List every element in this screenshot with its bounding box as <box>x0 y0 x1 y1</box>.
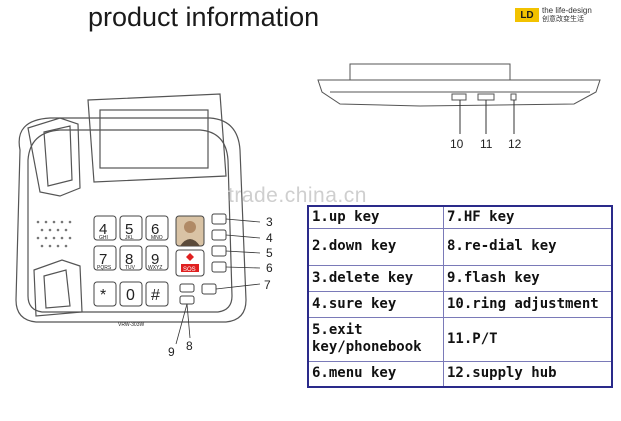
table-cell: 7.HF key <box>443 205 613 229</box>
key-star: * <box>100 287 106 304</box>
key-7-digit: 7 <box>99 251 107 268</box>
phone-top-view <box>317 63 601 134</box>
callout-11: 11 <box>480 137 493 151</box>
table-row: 4.sure key 10.ring adjustment <box>307 290 613 318</box>
callout-4: 4 <box>266 231 273 245</box>
table-cell: 5.exit key/phonebook <box>307 316 444 362</box>
table-cell: 2.down key <box>307 227 444 266</box>
brand-tagline-en: the life-design <box>542 6 592 15</box>
callout-9: 9 <box>168 345 175 359</box>
key-0: 0 <box>126 287 135 304</box>
sos-label: SOS <box>183 267 196 273</box>
key-hash: # <box>151 287 160 304</box>
photo-key <box>175 215 205 247</box>
table-cell: 4.sure key <box>307 290 444 318</box>
table-row: 1.up key 7.HF key <box>307 205 613 229</box>
key-9-digit: 9 <box>151 251 159 268</box>
callout-8: 8 <box>186 339 193 353</box>
table-row: 6.menu key 12.supply hub <box>307 360 613 388</box>
table-cell: 1.up key <box>307 205 444 229</box>
key-8-digit: 8 <box>125 251 133 268</box>
key-legend-table: 1.up key 7.HF key 2.down key 8.re-dial k… <box>307 205 613 388</box>
brand-mark: LD <box>515 8 539 22</box>
watermark: trade.china.cn <box>228 184 367 207</box>
key-7-letters: PQRS <box>97 265 112 271</box>
key-8-letters: TUV <box>125 265 136 271</box>
table-cell: 12.supply hub <box>443 360 613 388</box>
brand-text: the life-design 创意改变生活 <box>542 6 592 24</box>
model-label: VRW-303W <box>118 322 144 328</box>
sos-key <box>175 249 205 277</box>
callout-10: 10 <box>450 137 464 151</box>
table-cell: 11.P/T <box>443 316 613 362</box>
table-cell: 8.re-dial key <box>443 227 613 266</box>
key-4-digit: 4 <box>99 221 107 238</box>
key-4-letters: GHI <box>99 235 108 241</box>
key-6-digit: 6 <box>151 221 159 238</box>
keypad <box>93 215 169 307</box>
callout-6: 6 <box>266 261 273 275</box>
table-cell: 6.menu key <box>307 360 444 388</box>
page-title: product information <box>88 2 320 32</box>
table-cell: 10.ring adjustment <box>443 290 613 318</box>
table-row: 2.down key 8.re-dial key <box>307 227 613 266</box>
phone-body <box>15 93 247 323</box>
table-row: 5.exit key/phonebook 11.P/T <box>307 316 613 362</box>
callout-12: 12 <box>508 137 522 151</box>
key-5-letters: JKL <box>125 235 134 241</box>
table-row: 3.delete key 9.flash key <box>307 264 613 292</box>
brand-logo: LD the life-design 创意改变生活 <box>515 6 592 24</box>
key-6-letters: MNO <box>151 235 163 241</box>
table-cell: 3.delete key <box>307 264 444 292</box>
callout-7: 7 <box>264 278 271 292</box>
speaker-grille <box>36 220 72 248</box>
key-5-digit: 5 <box>125 221 133 238</box>
callout-lines <box>175 218 261 345</box>
callout-3: 3 <box>266 215 273 229</box>
callout-5: 5 <box>266 246 273 260</box>
table-cell: 9.flash key <box>443 264 613 292</box>
brand-tagline-cn: 创意改变生活 <box>542 15 584 23</box>
key-9-letters: WXYZ <box>148 265 162 271</box>
